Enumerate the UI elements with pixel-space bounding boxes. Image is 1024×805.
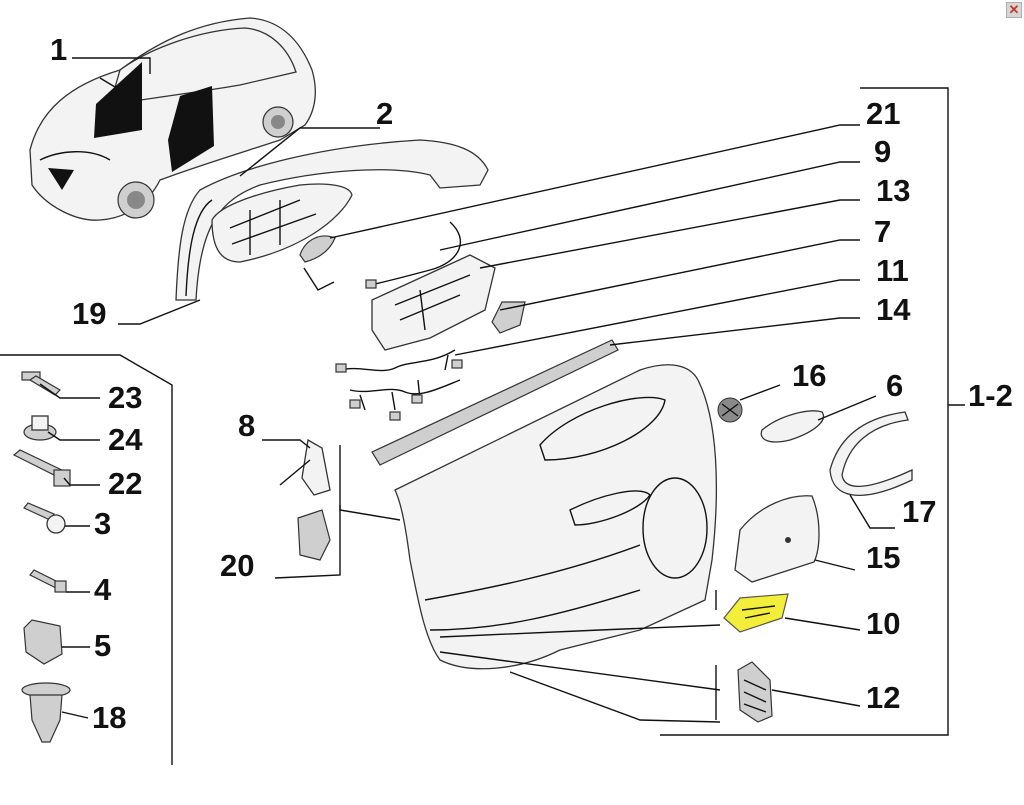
part-20-switch bbox=[297, 509, 331, 561]
part-8-bracket bbox=[279, 438, 331, 496]
callout-12: 12 bbox=[866, 680, 900, 715]
callout-16: 16 bbox=[792, 358, 826, 393]
part-23-bolt bbox=[21, 371, 61, 396]
part-22-long-bolt bbox=[12, 449, 71, 487]
door-panel-front bbox=[168, 86, 214, 172]
door-panel-trim bbox=[394, 364, 718, 670]
part-21-handle bbox=[299, 235, 336, 291]
callout-10: 10 bbox=[866, 606, 900, 641]
inner-door-module bbox=[211, 183, 353, 263]
close-icon: ✕ bbox=[1008, 2, 1020, 17]
part-14-waist-strip bbox=[371, 339, 619, 466]
callout-6: 6 bbox=[886, 368, 903, 403]
part-15-speaker-cover bbox=[734, 495, 820, 583]
part-11-wiring bbox=[335, 349, 463, 421]
callout-4: 4 bbox=[94, 572, 112, 607]
part-10-highlighted bbox=[723, 593, 789, 633]
callout-3: 3 bbox=[94, 506, 111, 541]
callout-23: 23 bbox=[108, 380, 142, 415]
callout-21: 21 bbox=[866, 96, 900, 131]
callout-1: 1 bbox=[50, 32, 67, 67]
part-4-screw bbox=[29, 569, 67, 593]
part-12-vent bbox=[737, 661, 773, 723]
part-13-latch bbox=[371, 254, 496, 351]
part-5-clip bbox=[23, 619, 63, 665]
callout-18: 18 bbox=[92, 700, 126, 735]
part-16-speaker-grille bbox=[717, 397, 743, 423]
leader-lines bbox=[39, 57, 895, 723]
door-trim-frame bbox=[175, 139, 489, 301]
part-9-cable bbox=[365, 221, 461, 289]
part-3-screw bbox=[23, 502, 66, 534]
callout-20: 20 bbox=[220, 548, 254, 583]
callout-13: 13 bbox=[876, 173, 910, 208]
part-18-rivet bbox=[21, 682, 71, 743]
callout-labels: 1 2 21 9 13 7 11 14 19 16 6 1-2 8 17 15 … bbox=[50, 32, 1013, 735]
part-17-trim-strip bbox=[829, 411, 913, 496]
callout-7: 7 bbox=[874, 214, 891, 249]
callout-17: 17 bbox=[902, 494, 936, 529]
callout-1-2: 1-2 bbox=[968, 378, 1013, 413]
door-glass-front bbox=[94, 62, 142, 138]
part-24-nut bbox=[23, 415, 57, 441]
callout-15: 15 bbox=[866, 540, 900, 575]
grille-icon bbox=[48, 168, 74, 190]
callout-2: 2 bbox=[376, 96, 393, 131]
callout-9: 9 bbox=[874, 134, 891, 169]
callout-22: 22 bbox=[108, 466, 142, 501]
callout-8: 8 bbox=[238, 408, 255, 443]
callout-14: 14 bbox=[876, 292, 911, 327]
callout-5: 5 bbox=[94, 628, 111, 663]
part-6-armrest-pad bbox=[760, 410, 825, 443]
callout-19: 19 bbox=[72, 296, 106, 331]
callout-24: 24 bbox=[108, 422, 143, 457]
fasteners-column bbox=[0, 354, 173, 765]
car-illustration bbox=[29, 17, 316, 221]
close-button[interactable]: ✕ bbox=[1006, 2, 1022, 18]
part-7-lock bbox=[491, 301, 526, 334]
callout-11: 11 bbox=[876, 253, 909, 288]
